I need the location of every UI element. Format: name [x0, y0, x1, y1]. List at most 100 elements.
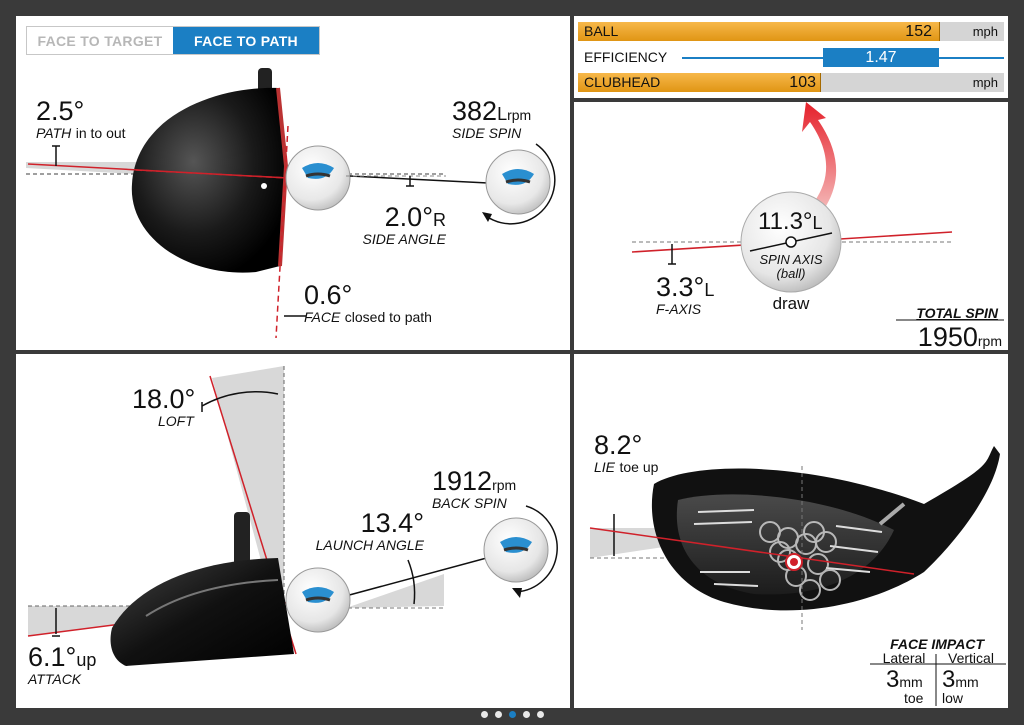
lie-value: 8.2°	[594, 430, 643, 460]
vertical-dir: low	[942, 690, 964, 706]
total-spin-label: TOTAL SPIN	[916, 305, 998, 321]
attack-label: ATTACK	[28, 671, 82, 687]
ball-speed-unit: mph	[972, 24, 998, 39]
face-label: FACE	[304, 309, 341, 325]
clubhead-speed-fill	[578, 73, 821, 92]
path-angle-wedge	[26, 162, 136, 174]
side-angle-dir: R	[433, 210, 446, 230]
side-angle-label: SIDE ANGLE	[362, 231, 446, 247]
launch-diagram	[27, 366, 558, 666]
shot-shape: draw	[772, 294, 810, 313]
page-dot-1[interactable]	[480, 711, 488, 718]
launch-wedge	[346, 574, 444, 608]
fairway-hosel	[234, 512, 250, 566]
f-axis-label: F-AXIS	[656, 301, 702, 317]
f-axis-value: 3.3°	[656, 272, 705, 302]
face-readout: 0.6° FACE closed to path	[304, 282, 432, 327]
tab-face-to-target[interactable]: FACE TO TARGET	[27, 27, 173, 54]
page-indicator	[0, 711, 1024, 718]
page-dot-3[interactable]	[508, 711, 516, 718]
spin-axis-readout: 11.3°L	[758, 210, 823, 234]
total-spin-readout: 1950rpm	[917, 322, 1002, 351]
spin-axis-panel: 11.3°L SPIN AXIS (ball) draw 3.3°L F-AXI…	[574, 102, 1008, 350]
loft-readout: 18.0° LOFT	[132, 386, 195, 431]
face-to-path-diagram	[26, 68, 556, 339]
vertical-label: Vertical	[948, 650, 994, 666]
spin-axis-value: 11.3°	[758, 208, 813, 235]
ball-speed-value: 152	[905, 23, 932, 40]
ball-speed-fill	[578, 22, 941, 41]
lie-impact-panel: 8.2° LIE toe up FACE IMPACT Lateral Vert…	[574, 354, 1008, 708]
total-spin-unit: rpm	[977, 333, 1002, 349]
efficiency-label: EFFICIENCY	[584, 49, 668, 65]
face-label-rest: closed to path	[344, 309, 432, 325]
vertical-unit: mm	[955, 674, 979, 690]
f-axis-dir: L	[704, 280, 715, 300]
side-angle-line	[349, 175, 489, 184]
side-spin-readout: 382Lrpm SIDE SPIN	[452, 98, 531, 143]
clubhead-speed-label: CLUBHEAD	[584, 74, 661, 90]
path-value: 2.5°	[36, 96, 85, 126]
side-spin-dir: L	[497, 104, 508, 124]
path-label-rest: in to out	[75, 125, 126, 141]
clubhead-speed-bar: CLUBHEAD 103 mph	[578, 73, 1004, 92]
launch-angle-readout: 13.4° LAUNCH ANGLE	[308, 510, 424, 555]
side-angle-readout: 2.0°R SIDE ANGLE	[334, 204, 446, 249]
page-dot-4[interactable]	[522, 711, 530, 718]
f-axis-readout: 3.3°L F-AXIS	[656, 274, 714, 319]
side-angle-value: 2.0°	[384, 202, 433, 232]
clubhead-speed-unit: mph	[972, 75, 998, 90]
efficiency-value: 1.47	[823, 48, 939, 67]
speed-panel: BALL 152 mph EFFICIENCY 1.47 CLUBHEAD 10…	[574, 16, 1008, 98]
back-spin-label: BACK SPIN	[432, 495, 507, 511]
face-value: 0.6°	[304, 280, 353, 310]
spin-axis-dir: L	[812, 213, 823, 233]
draw-arrow	[802, 102, 837, 206]
page-dot-5[interactable]	[536, 711, 544, 718]
vertical-value: 3	[942, 666, 956, 693]
efficiency-bar: EFFICIENCY 1.47	[578, 48, 1004, 67]
launch-angle-label: LAUNCH ANGLE	[315, 537, 424, 553]
attack-dir: up	[76, 650, 97, 670]
face-impact-title: FACE IMPACT	[890, 636, 984, 652]
spin-axis-label: SPIN AXIS	[759, 252, 823, 267]
face-impact-diagram	[589, 446, 1006, 706]
lateral-unit: mm	[899, 674, 923, 690]
path-label: PATH	[36, 125, 72, 141]
loft-label: LOFT	[158, 413, 194, 429]
lie-label: LIE	[594, 459, 616, 475]
view-tabs: FACE TO TARGET FACE TO PATH	[26, 26, 320, 55]
tab-face-to-path[interactable]: FACE TO PATH	[173, 27, 319, 54]
lateral-value: 3	[886, 666, 900, 693]
fairway-head	[110, 558, 294, 666]
driver-head	[131, 87, 286, 273]
launch-angle-value: 13.4°	[360, 508, 424, 538]
clubhead-speed-value: 103	[789, 74, 816, 91]
spin-axis-diagram	[631, 102, 1004, 321]
side-spin-label: SIDE SPIN	[452, 125, 522, 141]
loft-value: 18.0°	[132, 384, 196, 414]
ball-speed-bar: BALL 152 mph	[578, 22, 1004, 41]
side-spin-arrow	[485, 143, 556, 225]
page-dot-2[interactable]	[494, 711, 502, 718]
side-spin-unit: rpm	[507, 107, 532, 123]
back-spin-unit: rpm	[492, 477, 517, 493]
launch-panel: 18.0° LOFT 13.4° LAUNCH ANGLE 1912rpm BA…	[16, 354, 570, 708]
ball-speed-label: BALL	[584, 23, 619, 39]
attack-readout: 6.1°up ATTACK	[28, 644, 96, 689]
face-to-path-panel: FACE TO TARGET FACE TO PATH	[16, 16, 570, 350]
back-spin-arrow	[515, 505, 558, 593]
lie-line	[589, 527, 915, 575]
lateral-dir: toe	[904, 690, 924, 706]
vertical-readout: 3mm	[942, 668, 979, 692]
attack-value: 6.1°	[28, 642, 77, 672]
lie-readout: 8.2° LIE toe up	[594, 432, 658, 477]
side-spin-value: 382	[452, 96, 498, 126]
lateral-label: Lateral	[882, 650, 926, 666]
lie-label-rest: toe up	[619, 459, 659, 475]
back-spin-readout: 1912rpm BACK SPIN	[432, 468, 516, 513]
path-readout: 2.5° PATH in to out	[36, 98, 126, 143]
total-spin-value: 1950	[917, 322, 978, 351]
back-spin-value: 1912	[432, 466, 493, 496]
lateral-readout: 3mm	[886, 668, 923, 692]
